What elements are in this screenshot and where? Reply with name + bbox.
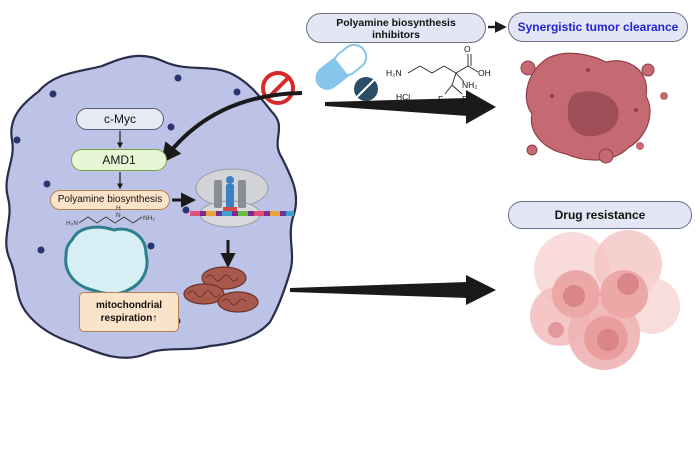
mito-label-line2: respiration↑ [100,313,158,324]
ribosome-complex [195,168,269,228]
vesicle-group [13,74,241,325]
spermidine-skeleton [78,216,143,224]
tumor-cluster-resistant [530,230,680,370]
tumor-cluster-clearance [520,52,668,164]
mitochondrial-respiration-label: mitochondrial respiration↑ [79,292,179,332]
vesicle-dot [49,90,57,98]
vesicle-dot [147,242,155,250]
prohibit-icon [261,71,295,105]
nucleus [64,225,149,296]
amd1-label: AMD1 [71,149,167,171]
mitochondrion [201,266,247,290]
arrow-to-clearance [325,90,496,124]
drug-hydroxyl-label: OH [478,68,491,78]
vesicle-dot [167,123,175,131]
drug-fluorine-1: F [438,94,444,104]
vesicle-dot [174,74,182,82]
spermidine-amine-right: NH₂ [143,215,155,222]
vesicle-dot [13,136,21,144]
drug-salt-label: HCl [396,92,411,102]
drug-fluorine-2: F [462,94,468,104]
inhibitors-label-box: Polyamine biosynthesis inhibitors [306,13,486,43]
mitochondria-group [183,266,259,313]
drug-structure [407,54,479,95]
drug-resistance-label: Drug resistance [508,201,692,229]
drug-amine-label: H₂N [386,68,402,78]
vesicle-dot [43,180,51,188]
vesicle-dot [182,206,190,214]
drug-carbonyl-label: O [464,44,471,54]
cmyc-label: c-Myc [76,108,164,130]
tablet-icon [354,77,378,101]
mito-label-line1: mitochondrial [95,300,163,311]
synergistic-clearance-label: Synergistic tumor clearance [508,12,688,42]
drug-amino-label: NH₂ [462,80,478,90]
spermidine-n-label: N [116,212,121,219]
vesicle-dot [37,246,45,254]
inhibitors-label-line1: Polyamine biosynthesis [336,17,456,29]
arrow-inhibition [161,91,303,164]
capsule-icon [315,43,368,90]
arrow-to-resistance [290,275,496,305]
mrna-strand [190,211,294,216]
spermidine-amine-left: H₂N [66,220,78,227]
inhibitors-label-line2: inhibitors [372,29,420,41]
polyamine-biosynthesis-label: Polyamine biosynthesis [50,190,170,210]
spermidine-h-label: H [116,205,121,212]
vesicle-dot [233,88,241,96]
